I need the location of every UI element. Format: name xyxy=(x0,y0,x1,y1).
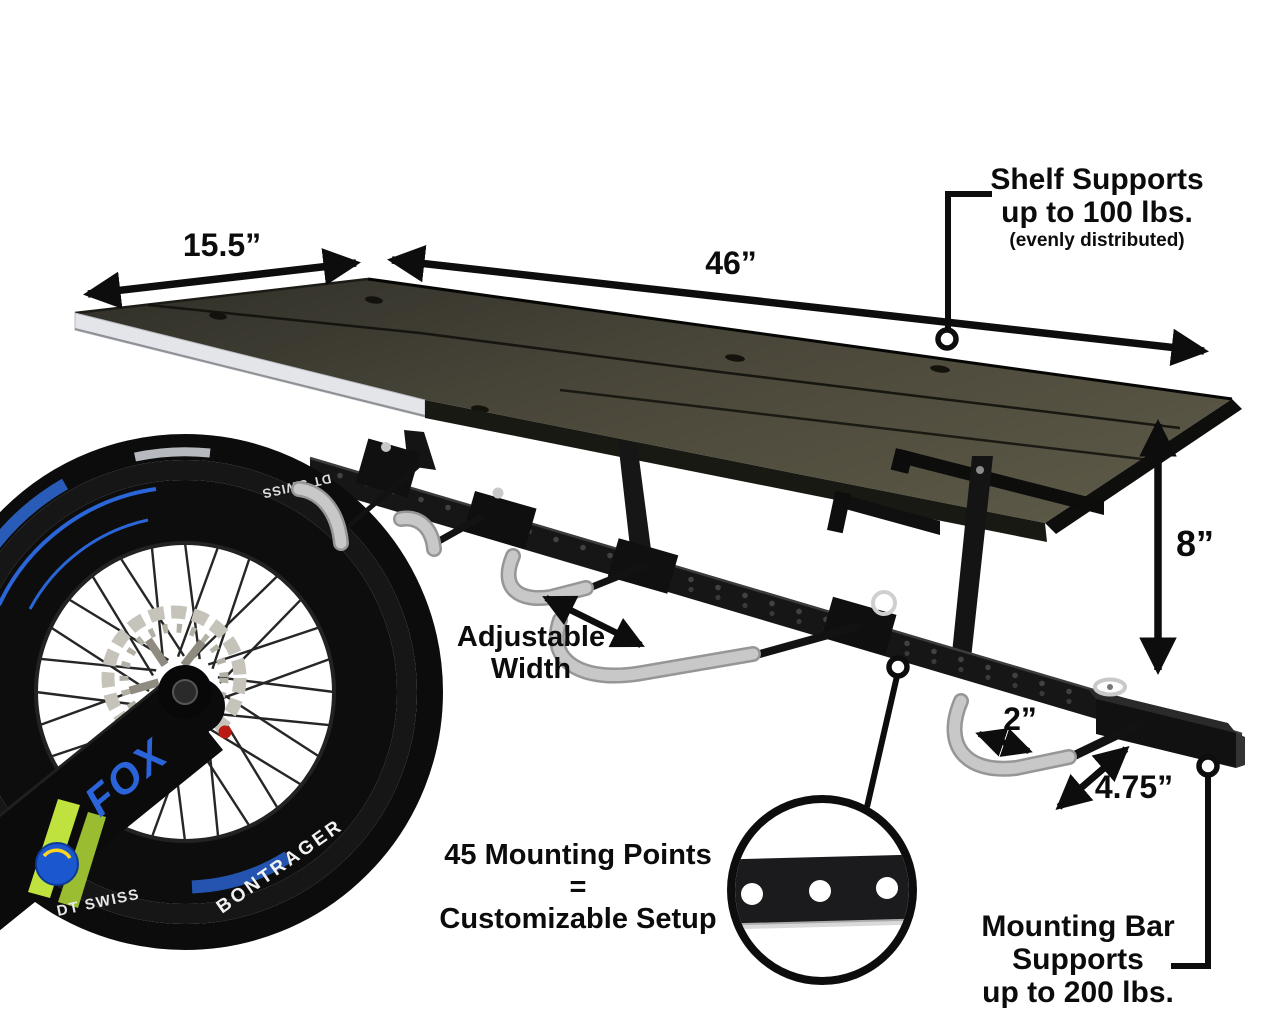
callout-line: up to 100 lbs. xyxy=(1001,196,1193,229)
callout-line: Shelf Supports xyxy=(990,163,1204,196)
wheel-hook xyxy=(395,513,440,555)
bar-capacity-callout: Mounting Bar Supports up to 200 lbs. xyxy=(981,910,1174,1009)
callout-line: = xyxy=(569,870,587,903)
mounting-hole xyxy=(809,880,831,902)
hanger-bracket xyxy=(951,456,993,668)
tire-sidewall xyxy=(0,460,417,924)
callout-line: 45 Mounting Points xyxy=(444,839,712,871)
shelf-panel-seam xyxy=(559,388,1151,462)
tire xyxy=(0,434,443,950)
mounting-bar-inset xyxy=(727,655,917,985)
callout-line: Adjustable xyxy=(456,621,606,653)
dim-arrow-hook-gap xyxy=(975,728,1033,757)
adjustable-width-arrow xyxy=(542,595,645,648)
dim-depth-label: 15.5” xyxy=(182,227,262,263)
dim-length-label: 46” xyxy=(705,245,757,281)
hanger-bracket xyxy=(618,441,652,557)
dim-height-label: 8” xyxy=(1176,523,1215,564)
callout-line: (evenly distributed) xyxy=(1009,230,1185,251)
adjustable-width-callout: Adjustable Width xyxy=(456,621,606,686)
leader-ring xyxy=(886,655,910,679)
dim-arrow-length xyxy=(387,244,1209,367)
callout-line: Customizable Setup xyxy=(439,902,717,935)
shelf-capacity-callout: Shelf Supports up to 100 lbs. (evenly di… xyxy=(990,163,1203,252)
wheel-hook xyxy=(293,483,347,549)
dimension-arrows xyxy=(83,191,1220,969)
callout-line: Supports xyxy=(1012,943,1144,976)
rim xyxy=(0,480,397,904)
rebound-knob xyxy=(218,725,232,739)
callout-line: Width xyxy=(490,652,572,685)
mounting-hole xyxy=(741,883,763,905)
callout-line: up to 200 lbs. xyxy=(982,976,1174,1009)
mounting-hole xyxy=(876,877,898,899)
dim-arrow-hook-length xyxy=(1055,745,1130,811)
leader-ring xyxy=(1196,754,1220,778)
dim-hook-length-label: 4.75” xyxy=(1094,769,1174,805)
dim-hook-gap-label: 2” xyxy=(1003,701,1037,737)
mounting-points-callout: 45 Mounting Points = Customizable Setup xyxy=(439,839,717,936)
mounting-bar-end xyxy=(1088,677,1245,768)
gear-hook xyxy=(949,695,1075,775)
bike-wheel-photo: FOX DT SWISS DT SWISS BONTRAGER xyxy=(0,434,443,950)
leader-bar-capacity xyxy=(1171,776,1211,969)
callout-line: Mounting Bar xyxy=(981,910,1175,943)
leader-ring xyxy=(935,327,959,351)
dim-arrow-depth xyxy=(83,248,361,309)
leader-shelf-capacity xyxy=(945,191,992,330)
